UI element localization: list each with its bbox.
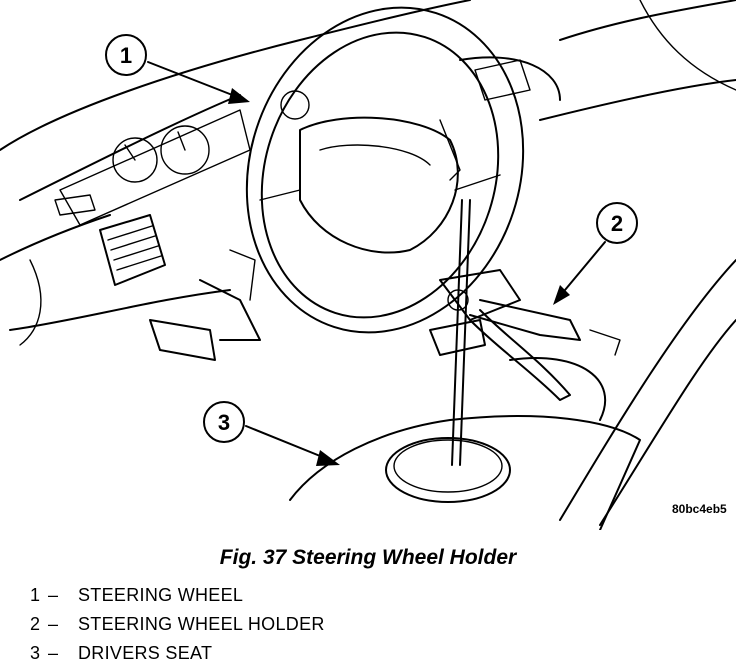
callout-1-label: 1 [120, 43, 132, 68]
callout-2: 2 [553, 202, 638, 305]
legend-item: 2–STEERING WHEEL HOLDER [30, 610, 325, 639]
legend-number: 3 [30, 643, 41, 663]
legend-dash: – [48, 585, 59, 605]
callout-2-label: 2 [611, 211, 623, 236]
legend-item: 3–DRIVERS SEAT [30, 639, 325, 668]
legend-label: DRIVERS SEAT [78, 643, 213, 663]
figure-caption: Fig. 37 Steering Wheel Holder [219, 546, 517, 569]
line-drawing-figure: 1 2 3 80bc4eb5 [0, 0, 736, 530]
legend-dash: – [48, 614, 59, 634]
steering-wheel-holder-drawing [385, 199, 581, 503]
legend-label: STEERING WHEEL [78, 585, 244, 605]
drivers-seat-drawing [289, 259, 736, 530]
legend-label: STEERING WHEEL HOLDER [78, 614, 325, 634]
callout-1: 1 [105, 34, 250, 104]
image-code: 80bc4eb5 [672, 502, 727, 516]
legend-item: 1–STEERING WHEEL [30, 581, 325, 610]
dashboard-drawing [0, 0, 736, 361]
steering-wheel-drawing [245, 6, 525, 334]
legend-number: 1 [30, 585, 41, 605]
legend-dash: – [48, 643, 59, 663]
legend-list: 1–STEERING WHEEL 2–STEERING WHEEL HOLDER… [30, 581, 325, 668]
callout-3-label: 3 [218, 410, 230, 435]
callout-3: 3 [203, 401, 340, 466]
legend-number: 2 [30, 614, 41, 634]
